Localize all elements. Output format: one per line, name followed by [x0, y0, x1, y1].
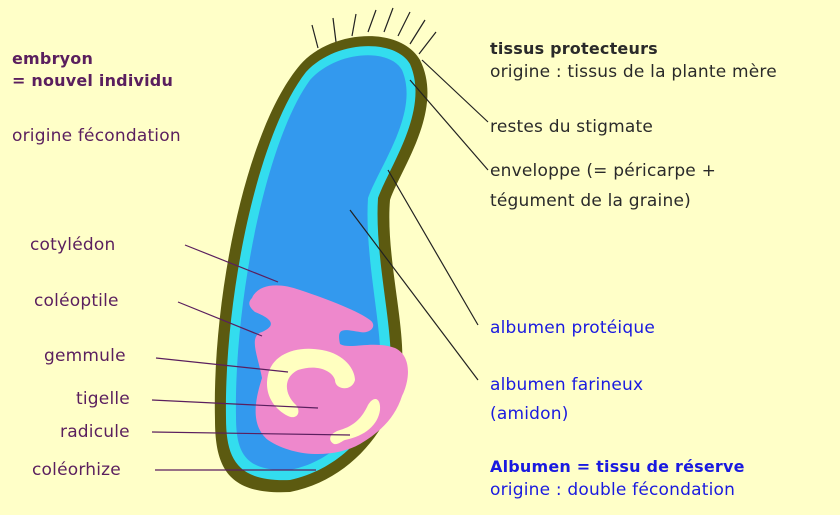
- tigelle-label: tigelle: [76, 388, 130, 410]
- cotyledon-label: cotylédon: [30, 234, 115, 256]
- embryon-origin: origine fécondation: [12, 125, 181, 147]
- tissus-title: tissus protecteurs: [490, 38, 658, 60]
- enveloppe-label-2: tégument de la graine): [490, 190, 691, 212]
- stigmate-label: restes du stigmate: [490, 116, 653, 138]
- coleorhize-label: coléorhize: [32, 459, 121, 481]
- coleoptile-label: coléoptile: [34, 290, 119, 312]
- albumen-farineux-label-1: albumen farineux: [490, 374, 643, 396]
- albumen-title: Albumen = tissu de réserve: [490, 456, 745, 478]
- albumen-proteique-label: albumen protéique: [490, 317, 655, 339]
- enveloppe-label-1: enveloppe (= péricarpe +: [490, 160, 716, 182]
- embryon-title: embryon: [12, 48, 93, 70]
- albumen-origin: origine : double fécondation: [490, 479, 735, 501]
- embryon-subtitle: = nouvel individu: [12, 70, 173, 92]
- albumen-farineux-label-2: (amidon): [490, 403, 569, 425]
- gemmule-label: gemmule: [44, 345, 126, 367]
- radicule-label: radicule: [60, 421, 130, 443]
- tissus-origin: origine : tissus de la plante mère: [490, 61, 777, 83]
